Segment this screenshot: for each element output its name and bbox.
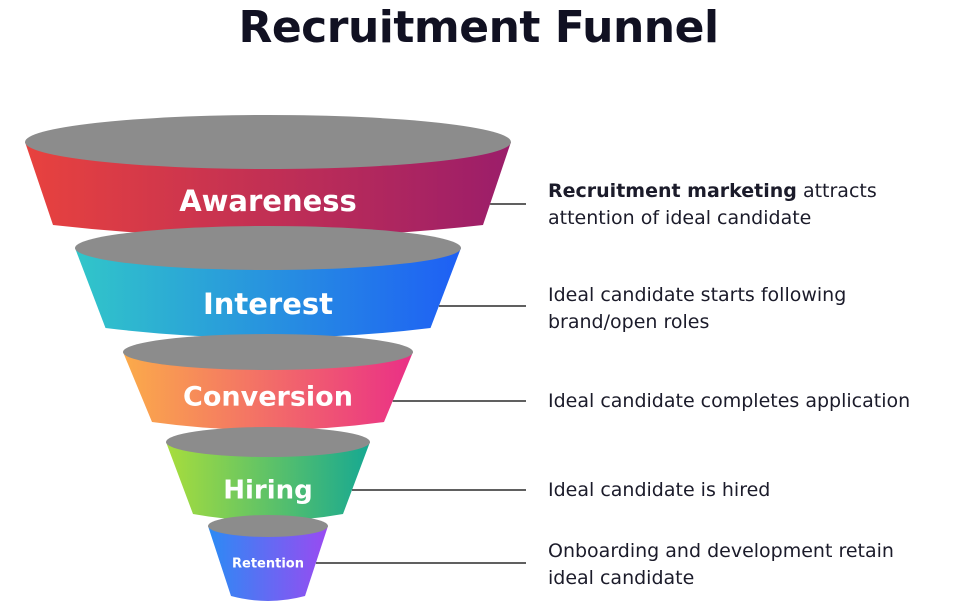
funnel-rim-conversion	[123, 334, 413, 370]
description-line-2: attention of ideal candidate	[548, 207, 812, 229]
funnel-body-hiring	[166, 442, 370, 521]
description-line-2: brand/open roles	[548, 311, 710, 333]
funnel-segment-awareness: Awareness	[25, 115, 511, 238]
description-line-1: Ideal candidate is hired	[548, 477, 770, 504]
funnel-rim-retention	[208, 515, 328, 537]
funnel-rim-hiring	[166, 427, 370, 457]
description-line-1: Ideal candidate completes application	[548, 388, 910, 415]
description-text: Ideal candidate starts following	[548, 284, 847, 306]
funnel-body-conversion	[123, 352, 413, 431]
funnel-segment-interest: Interest	[75, 226, 461, 338]
description-line-1: Recruitment marketing attracts	[548, 178, 877, 205]
description-line-2: ideal candidate	[548, 567, 695, 589]
stage-description-interest: Ideal candidate starts following brand/op…	[548, 282, 846, 336]
stage-label-retention: Retention	[232, 557, 304, 572]
funnel-segment-conversion: Conversion	[123, 334, 413, 431]
description-text: Ideal candidate completes application	[548, 390, 911, 412]
funnel-body-interest	[75, 248, 461, 338]
diagram-title: Recruitment Funnel	[238, 2, 719, 53]
funnel-body-retention	[208, 526, 328, 601]
description-text: Ideal candidate is hired	[548, 479, 771, 501]
funnel-segment-retention: Retention	[208, 515, 328, 601]
stage-label-conversion: Conversion	[183, 382, 353, 413]
funnel-rim-interest	[75, 226, 461, 270]
description-line-1: Onboarding and development retain	[548, 538, 894, 565]
stage-label-interest: Interest	[203, 287, 333, 321]
stage-description-conversion: Ideal candidate completes application	[548, 388, 910, 415]
description-text: Onboarding and development retain	[548, 540, 894, 562]
description-text: attracts	[796, 180, 877, 202]
funnel-rim-awareness	[25, 115, 511, 169]
stage-description-retention: Onboarding and development retain ideal c…	[548, 538, 894, 592]
description-line-1: Ideal candidate starts following	[548, 282, 846, 309]
funnel-body-awareness	[25, 142, 511, 238]
funnel-segments: AwarenessInterestConversionHiringRetenti…	[25, 115, 511, 601]
stage-description-hiring: Ideal candidate is hired	[548, 477, 770, 504]
stage-label-hiring: Hiring	[223, 476, 313, 506]
funnel-segment-hiring: Hiring	[166, 427, 370, 521]
description-emphasis: Recruitment marketing	[548, 180, 797, 202]
stage-label-awareness: Awareness	[179, 184, 357, 218]
connector-lines	[315, 203, 526, 564]
